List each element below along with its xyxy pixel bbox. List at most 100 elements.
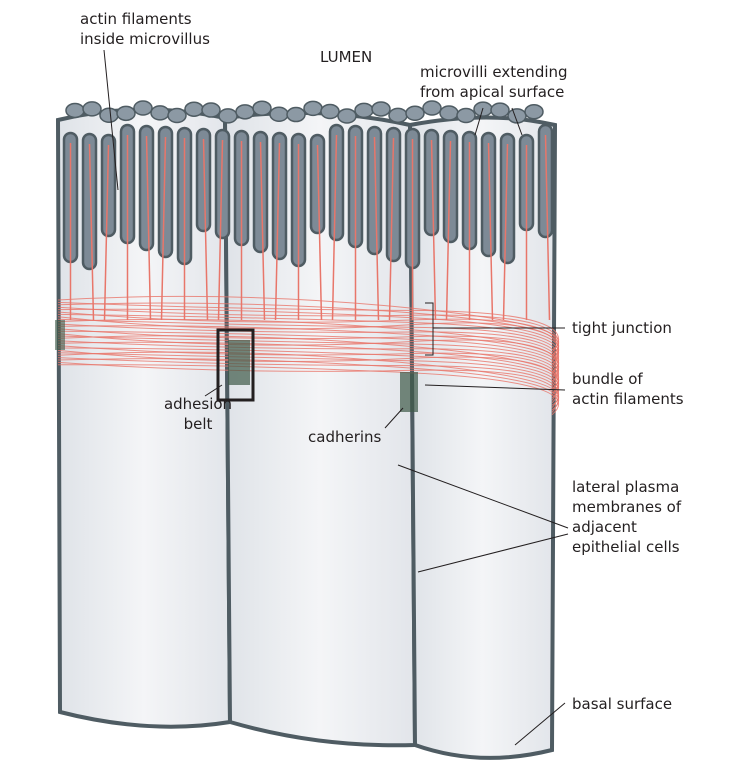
cadherins-markers (55, 320, 418, 412)
microvillus-tip (422, 100, 442, 116)
microvillus-tip (235, 104, 255, 120)
label-lateral-3: adjacent (572, 518, 637, 536)
microvillus (480, 131, 497, 258)
actin-bundle-filament (57, 345, 559, 396)
actin-filament (88, 143, 95, 321)
microvillus-tip (99, 107, 119, 124)
microvillus-tip (337, 108, 357, 124)
microvillus (537, 123, 554, 239)
actin-filament (202, 138, 209, 321)
microvillus (100, 133, 117, 238)
microvillus-tip (184, 101, 204, 117)
actin-filament (502, 143, 509, 321)
actin-filament (217, 139, 224, 321)
actin-bundle-filament (57, 352, 559, 404)
microvillus-tip (116, 105, 136, 122)
label-adhesion-1: adhesion (164, 395, 232, 413)
microvillus-tip (150, 105, 170, 121)
microvillus-tip (133, 100, 153, 116)
actin-bundle-filament (57, 318, 559, 370)
actin-bundle-filament (57, 357, 559, 408)
actin-filaments (57, 134, 559, 416)
microvillus-tip (286, 106, 306, 123)
microvillus (195, 127, 212, 233)
lumen-label: LUMEN (320, 48, 372, 66)
actin-bundle-filament (57, 308, 559, 360)
microvillus (423, 128, 440, 237)
actin-filament (103, 144, 110, 321)
actin-bundle-filament (57, 328, 559, 380)
label-lateral-4: epithelial cells (572, 538, 680, 556)
microvillus (252, 130, 269, 254)
microvillus (271, 131, 288, 261)
label-bundle-2: actin filaments (572, 390, 684, 408)
actin-bundle-filament (57, 351, 559, 406)
actin-bundle-filament (57, 325, 559, 377)
actin-filament (316, 144, 323, 321)
label-lateral-2: membranes of (572, 498, 682, 516)
microvillus-tip (524, 103, 544, 120)
microvillus-tip (269, 106, 289, 123)
microvillus (328, 123, 345, 242)
microvillus (309, 133, 326, 235)
label-lateral-1: lateral plasma (572, 478, 679, 496)
label-basal: basal surface (572, 695, 672, 713)
microvillus (214, 128, 231, 240)
actin-bundle-filament (57, 364, 559, 416)
actin-filament (259, 141, 266, 321)
actin-bundle-filament (57, 341, 559, 394)
actin-bundle-filament (57, 333, 559, 384)
actin-filament (145, 135, 152, 321)
actin-bundle-filament (57, 347, 559, 399)
microvillus (499, 132, 516, 265)
actin-filament (388, 137, 395, 321)
actin-bundle-filament (57, 349, 559, 401)
actin-bundle-filament (57, 340, 559, 392)
adhesion-belt-box (216, 328, 255, 402)
label-bundle-1: bundle of (572, 370, 643, 388)
actin-bundle-filament (57, 316, 559, 368)
actin-filament (274, 142, 281, 321)
actin-bundle-filament (57, 313, 559, 365)
microvillus-tip (354, 102, 374, 119)
actin-bundle-filament (57, 306, 559, 358)
microvillus-tip (456, 107, 476, 124)
actin-filament (430, 139, 437, 321)
microvillus (442, 129, 459, 244)
label-actin-1: actin filaments (80, 10, 192, 28)
microvillus-tip (405, 105, 425, 121)
microvillus-tip (371, 101, 391, 117)
actin-bundle-filament (57, 335, 559, 387)
microvillus-tip (252, 100, 272, 116)
label-actin-2: inside microvillus (80, 30, 210, 48)
microvillus (138, 124, 155, 252)
microvillus-tip (82, 101, 102, 117)
microvillus (157, 125, 174, 259)
microvillus (366, 125, 383, 256)
actin-bundle-filament (57, 361, 559, 413)
microvillus-tip (320, 103, 340, 120)
actin-bundle-filament (57, 330, 559, 382)
microvillus-tip (388, 107, 408, 124)
microvillus-tip (303, 100, 323, 117)
actin-bundle-filament (57, 358, 559, 411)
microvillus-tip (65, 102, 85, 119)
actin-filament (160, 136, 167, 321)
microvillus-tip (201, 102, 221, 118)
actin-bundle-filament (57, 311, 559, 363)
actin-filament (487, 142, 494, 321)
label-microvilli-1: microvilli extending (420, 63, 568, 81)
label-microvilli-2: from apical surface (420, 83, 564, 101)
label-cadherins: cadherins (308, 428, 382, 446)
microvillus-tip (218, 108, 238, 124)
label-tight-junction: tight junction (572, 319, 672, 337)
actin-filament (544, 134, 551, 321)
actin-filament (331, 134, 338, 321)
microvillus-tip (490, 102, 510, 118)
microvillus (81, 132, 98, 271)
microvillus (385, 126, 402, 263)
microvillus-tip (167, 107, 187, 124)
microvillus-tip (439, 105, 459, 121)
label-adhesion-2: belt (184, 415, 213, 433)
